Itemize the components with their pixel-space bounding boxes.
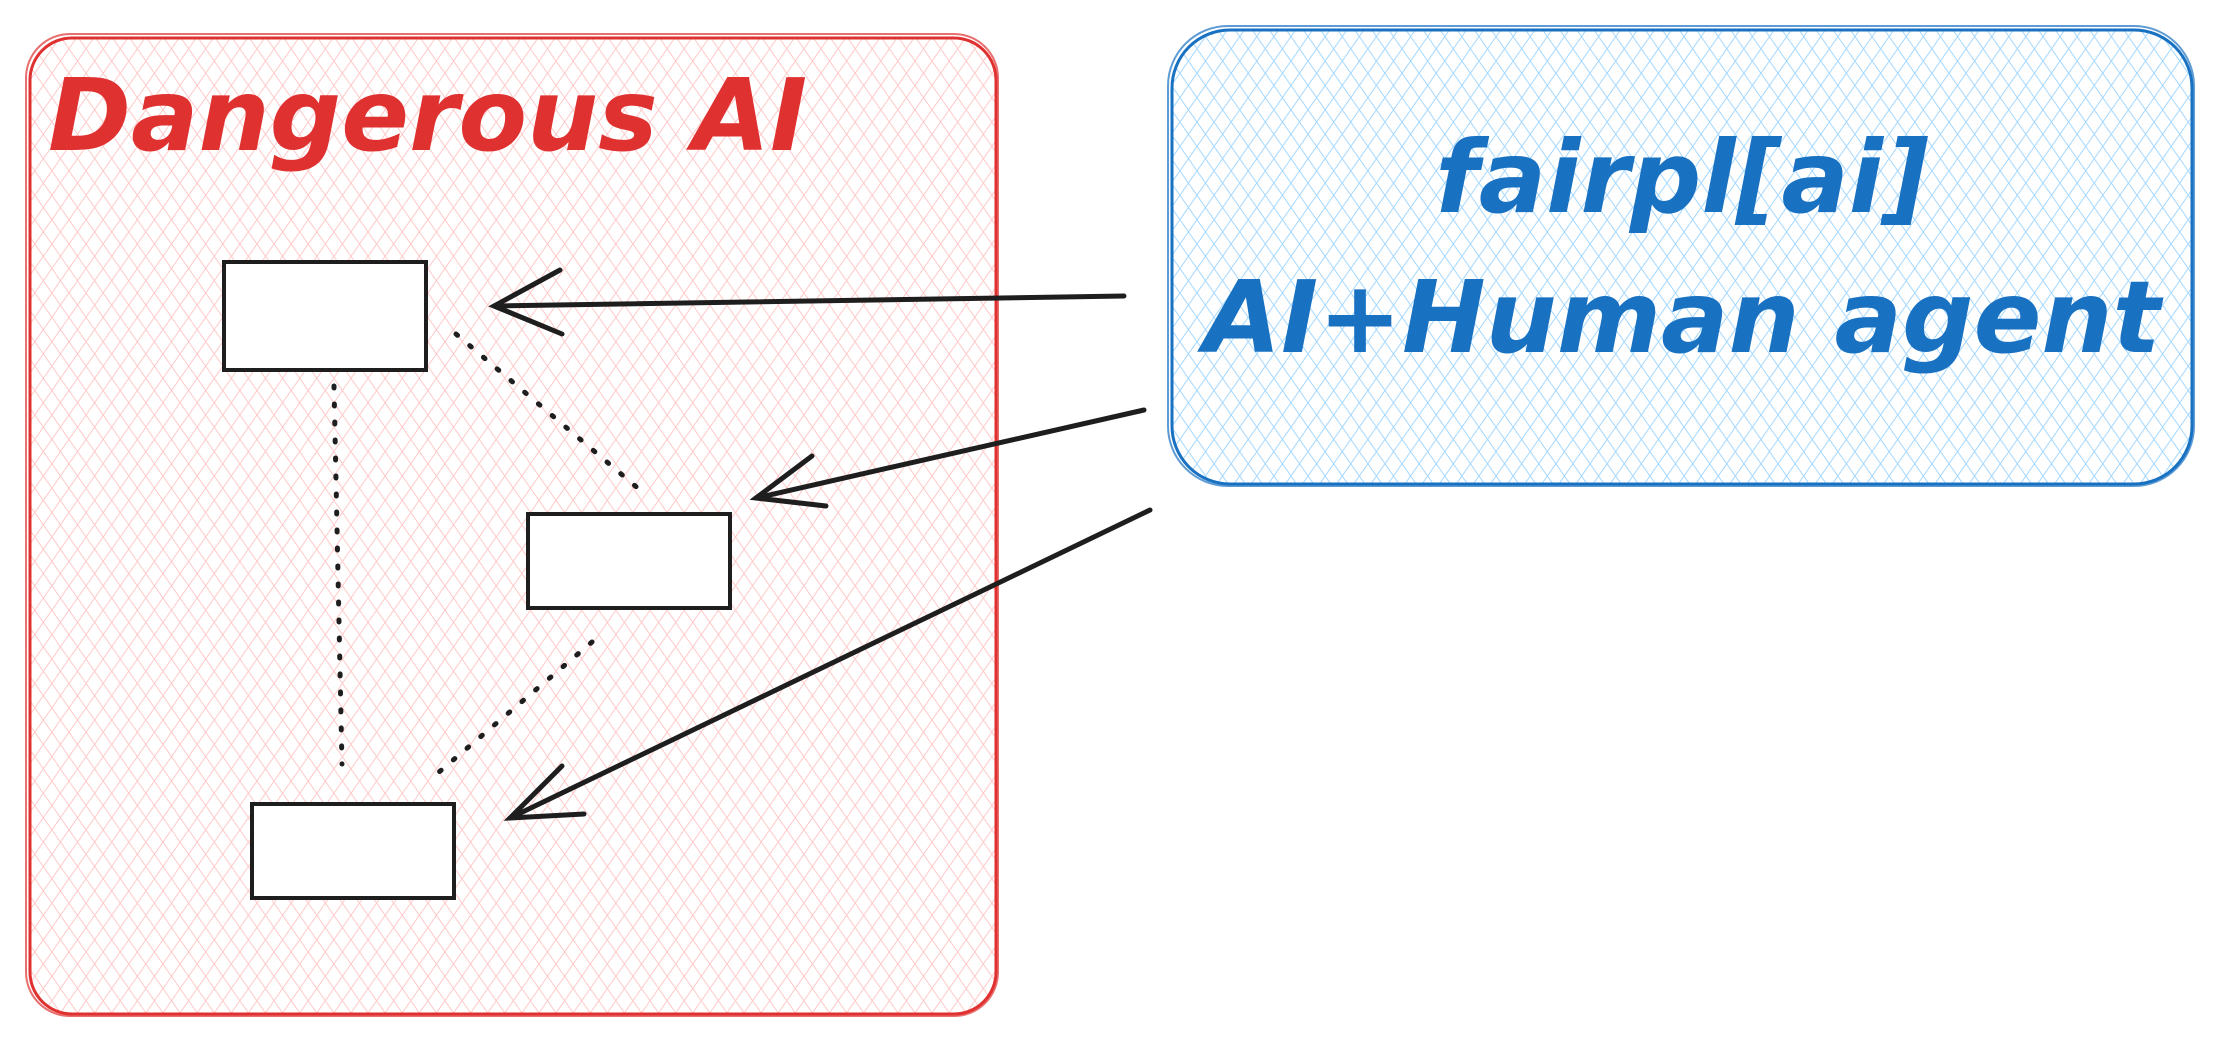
node-bottom	[250, 802, 456, 900]
edge-node2-node3	[429, 639, 595, 781]
dangerous-ai-container	[25, 33, 999, 1017]
dangerous-ai-title: Dangerous AI	[48, 57, 807, 174]
dotted-edges	[331, 331, 643, 781]
node-middle	[526, 512, 732, 610]
arrow-to-node-middle	[749, 407, 1147, 509]
node-top	[222, 260, 428, 372]
agent-container	[1167, 25, 2195, 487]
edge-node1-node2	[453, 331, 643, 493]
agent-arrows	[488, 267, 1153, 821]
agent-title-line2: AI+Human agent	[1197, 259, 2164, 376]
arrow-to-node-bottom	[503, 507, 1153, 821]
arrow-to-node-top	[488, 267, 1127, 337]
agent-title-line1: fairpl[ai]	[1435, 119, 1929, 236]
